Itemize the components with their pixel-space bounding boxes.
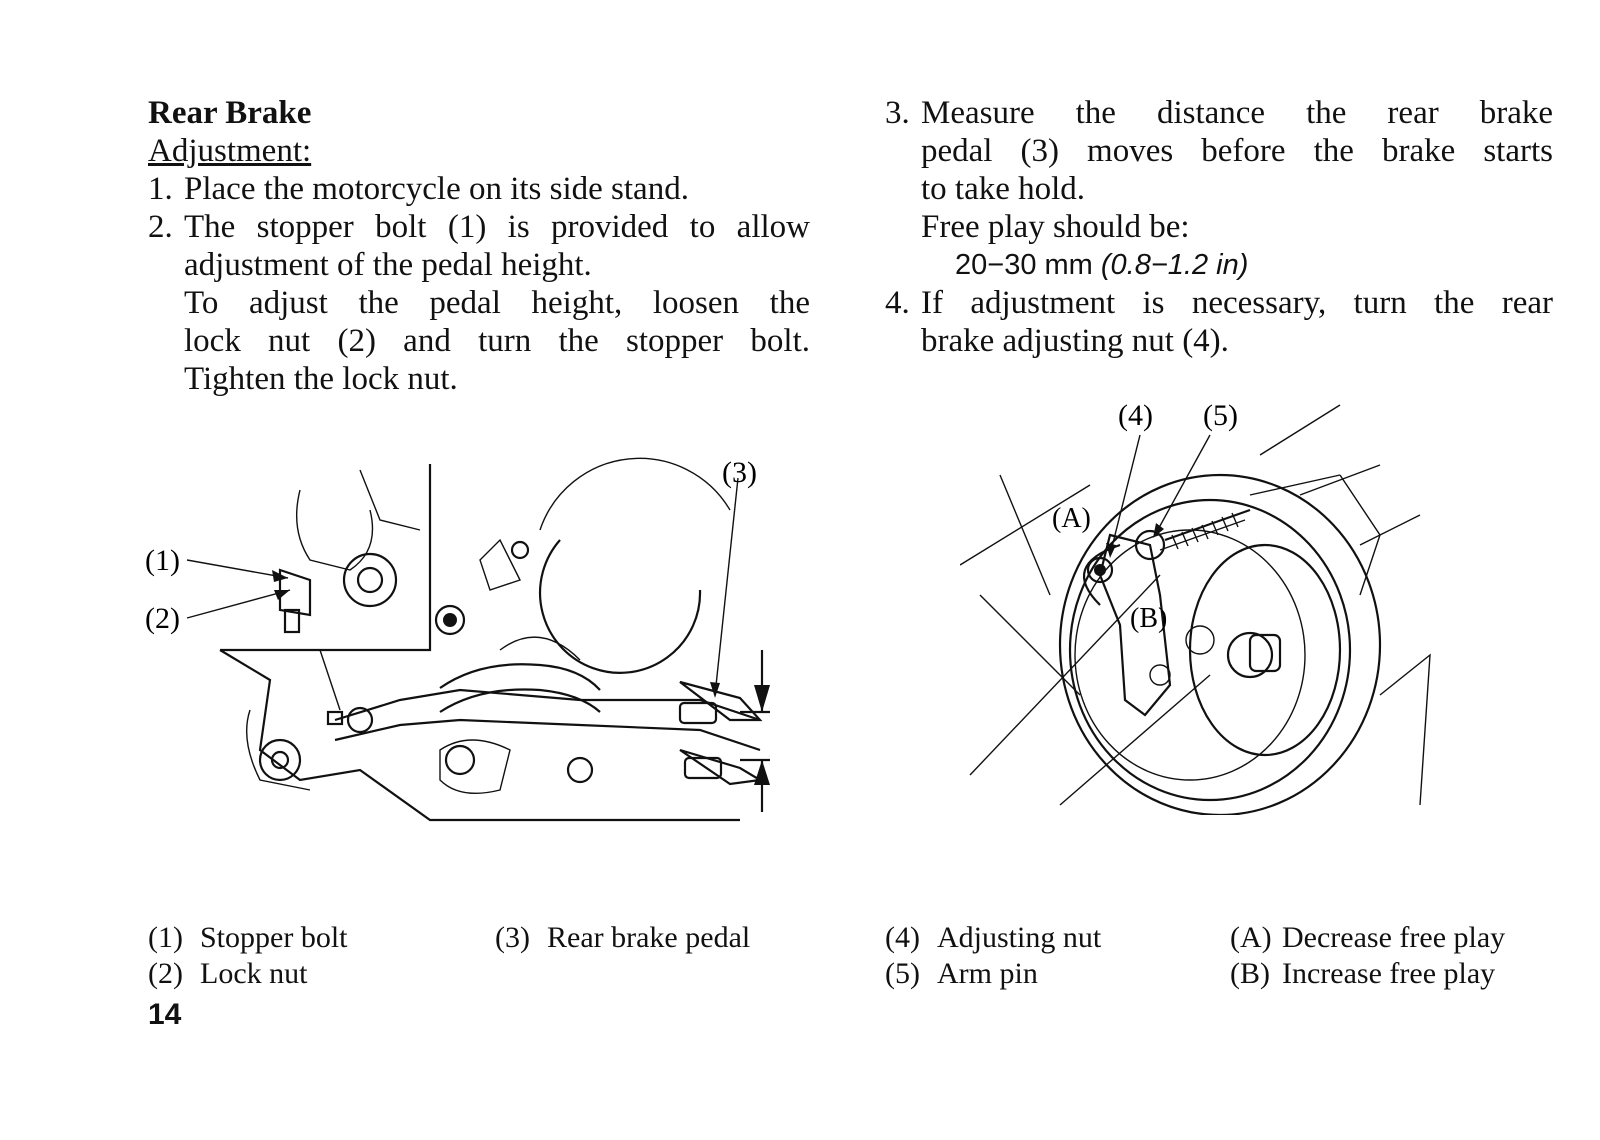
legend-item: (4)Adjusting nut — [885, 921, 1102, 954]
callout-5: (5) — [1203, 399, 1238, 432]
legend-item: (2)Lock nut — [148, 957, 308, 990]
legend-item: (5)Arm pin — [885, 957, 1038, 990]
step-number: 4. — [885, 285, 910, 321]
step-1: 1. Place the motorcycle on its side stan… — [148, 170, 810, 208]
legend-right: (4)Adjusting nut (5)Arm pin — [885, 920, 1101, 992]
rear-hub-illustration: (4) (5) (A) (B) — [960, 399, 1431, 815]
legend-item: (1)Stopper bolt — [148, 921, 348, 954]
step-text: If adjustment is necessary, turn the rea… — [921, 285, 1553, 321]
right-column: 3. Measure the distance the rear brake p… — [885, 94, 1553, 360]
callout-4: (4) — [1118, 399, 1153, 432]
step-text: To adjust the pedal height, loosen the — [184, 285, 810, 321]
legend-item: (A)Decrease free play — [1230, 921, 1506, 954]
step-number: 2. — [148, 209, 173, 245]
callout-B: (B) — [1130, 603, 1167, 634]
step-2: 2. The stopper bolt (1) is provided to a… — [148, 208, 810, 398]
callout-A: (A) — [1052, 503, 1091, 534]
page-number: 14 — [148, 998, 182, 1031]
callout-2: (2) — [145, 602, 180, 635]
left-column: Rear Brake Adjustment: 1. Place the moto… — [148, 94, 810, 398]
section-title: Rear Brake — [148, 95, 312, 131]
step-text: adjustment of the pedal height. — [184, 247, 592, 283]
step-3: 3. Measure the distance the rear brake p… — [885, 94, 1553, 284]
legend-left: (1)Stopper bolt (2)Lock nut — [148, 920, 348, 992]
step-text: pedal (3) moves before the brake starts — [921, 133, 1553, 169]
spec-value: 20−30 mm — [955, 249, 1093, 281]
step-text: Free play should be: — [921, 209, 1190, 245]
step-text: to take hold. — [921, 171, 1086, 207]
step-text: brake adjusting nut (4). — [921, 323, 1229, 359]
step-4: 4. If adjustment is necessary, turn the … — [885, 284, 1553, 360]
step-text: Place the motorcycle on its side stand. — [184, 171, 689, 207]
legend-right-2: (A)Decrease free play (B)Increase free p… — [1230, 920, 1505, 992]
legend-item: (B)Increase free play — [1230, 957, 1496, 990]
step-number: 1. — [148, 171, 173, 207]
legend-item: (3)Rear brake pedal — [495, 921, 751, 954]
step-number: 3. — [885, 95, 910, 131]
step-text: lock nut (2) and turn the stopper bolt. — [184, 323, 810, 359]
section-subtitle: Adjustment: — [148, 133, 312, 169]
legend-left-2: (3)Rear brake pedal — [495, 920, 750, 956]
brake-pedal-illustration: (1) (2) (3) — [145, 456, 770, 822]
step-text: The stopper bolt (1) is provided to allo… — [184, 209, 810, 245]
spec-inches: (0.8−1.2 in) — [1100, 249, 1249, 281]
callout-1: (1) — [145, 544, 180, 577]
callout-3: (3) — [722, 456, 757, 489]
step-text: Measure the distance the rear brake — [921, 95, 1553, 131]
free-play-spec: 20−30 mm (0.8−1.2 in) — [921, 246, 1553, 284]
step-text: Tighten the lock nut. — [184, 361, 458, 397]
